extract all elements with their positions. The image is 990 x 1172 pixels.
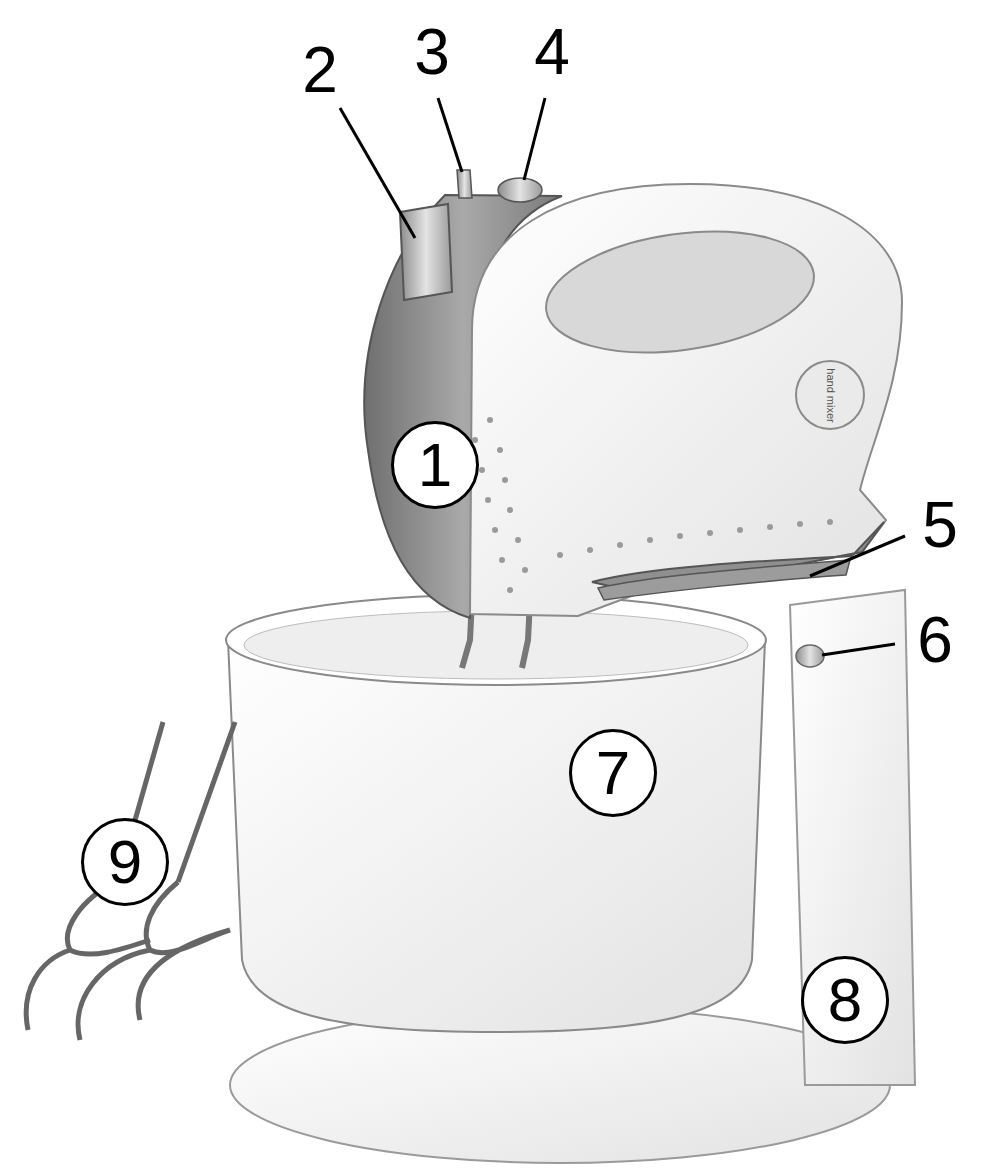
speed-switch — [457, 170, 472, 198]
bowl-inside — [244, 611, 748, 679]
stand-column — [790, 590, 915, 1085]
dough-hooks — [26, 722, 235, 1040]
speed-dial — [796, 361, 864, 429]
release-knob — [796, 645, 824, 667]
callout-circle: 1 — [391, 421, 479, 509]
callout-number: 8 — [828, 969, 862, 1031]
brand-text: hand mixer — [824, 368, 835, 422]
callout-circle: 8 — [801, 956, 889, 1044]
callout-number: 9 — [108, 831, 142, 893]
leader-line — [340, 98, 905, 655]
callout-number: 4 — [534, 20, 570, 84]
turbo-button — [498, 178, 542, 202]
callout-number: 6 — [917, 608, 953, 672]
grip-strip — [598, 560, 850, 600]
callout-number: 3 — [414, 20, 450, 84]
handle-opening — [538, 216, 822, 368]
callout-circle: 7 — [569, 729, 657, 817]
vent-holes — [472, 417, 833, 593]
mixing-bowl — [228, 640, 765, 1032]
callout-number: 7 — [596, 742, 630, 804]
callout-number: 5 — [922, 493, 958, 557]
mixer-housing — [470, 184, 902, 616]
callout-number: 2 — [302, 38, 338, 102]
eject-button — [400, 204, 452, 300]
callout-number: 1 — [418, 434, 452, 496]
callout-circle: 9 — [81, 818, 169, 906]
